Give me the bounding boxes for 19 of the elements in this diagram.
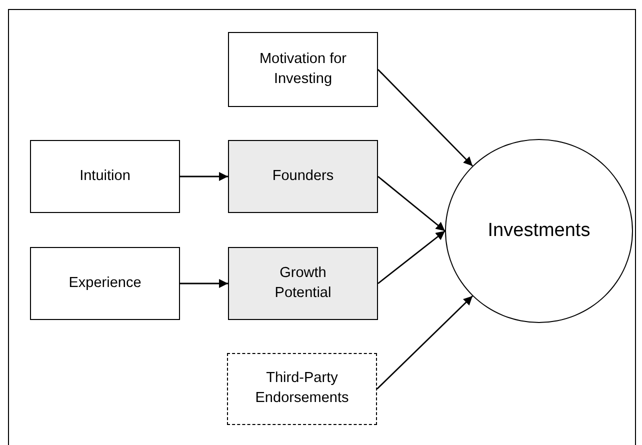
node-label: Third-Party Endorsements (255, 369, 349, 408)
factor-box (228, 247, 378, 320)
node-label: Growth Potential (274, 264, 332, 302)
arrow (180, 172, 228, 181)
factor-box (30, 247, 180, 320)
arrow (180, 279, 228, 288)
node-label: Intuition (80, 166, 130, 186)
factor-box (30, 140, 180, 213)
factor-box (228, 32, 378, 107)
node-label: Experience (68, 274, 142, 293)
arrow (378, 69, 474, 166)
arrow (376, 296, 474, 390)
arrow (378, 230, 446, 284)
node-label: Founders (272, 166, 334, 186)
arrow (378, 176, 446, 232)
node-label: Motivation for Investing (258, 50, 348, 88)
factor-box (228, 140, 378, 213)
factor-box (227, 353, 377, 425)
node-label: Investments (488, 219, 590, 244)
